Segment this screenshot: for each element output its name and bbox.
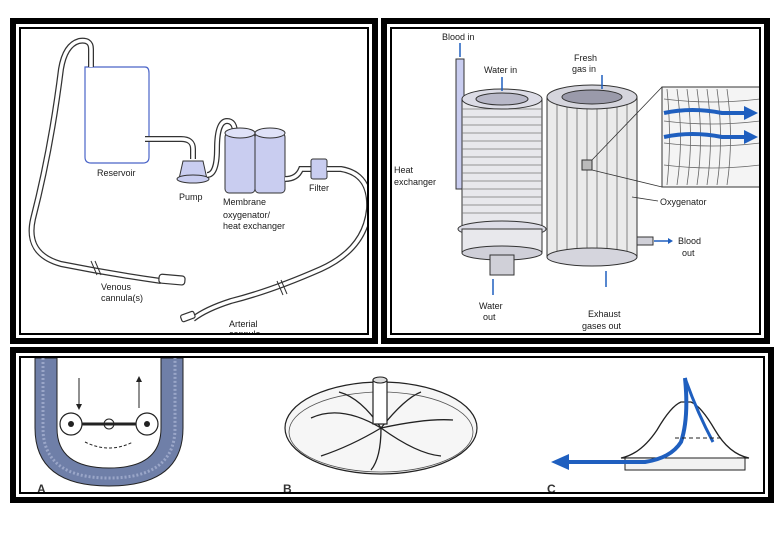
- label-exhaust-2: gases out: [582, 321, 622, 331]
- oxygenator-cylinder: [546, 96, 638, 258]
- venous-cannula: [158, 273, 186, 286]
- circuit-diagram: [28, 37, 367, 323]
- label-membrane-2: oxygenator/: [223, 210, 271, 220]
- label-venous-2: cannula(s): [101, 293, 144, 303]
- circuit-panel-inner: Reservoir Pump Membrane oxygenator/ heat…: [19, 27, 369, 335]
- label-blood-out-2: out: [682, 248, 695, 258]
- arterial-cannula: [180, 310, 196, 323]
- label-reservoir: Reservoir: [97, 168, 136, 178]
- oxygenator-panel-inner: Blood in Water in Fresh gas in Heat exch…: [390, 27, 761, 335]
- pumps-diagram: [34, 358, 750, 487]
- label-membrane-3: heat exchanger: [223, 221, 286, 231]
- circuit-panel: Reservoir Pump Membrane oxygenator/ heat…: [10, 18, 378, 344]
- label-water-out-2: out: [483, 312, 496, 322]
- label-membrane-1: Membrane: [223, 197, 267, 207]
- label-pump: Pump: [179, 192, 203, 202]
- label-oxygenator: Oxygenator: [660, 197, 707, 207]
- arterial-filter: [310, 158, 328, 180]
- label-water-out-1: Water: [479, 301, 503, 311]
- blood-flow-arrow-1: [663, 108, 744, 115]
- label-exhaust-1: Exhaust: [588, 309, 621, 319]
- roller-pump: [34, 358, 184, 487]
- label-venous-1: Venous: [101, 282, 132, 292]
- centrifugal-impeller: [284, 376, 478, 475]
- blood-flow-arrow-2: [663, 132, 744, 139]
- label-fresh-2: gas in: [572, 64, 597, 74]
- label-heat-2: exchanger: [394, 177, 437, 187]
- label-blood-out-1: Blood: [678, 236, 702, 246]
- label-water-in: Water in: [484, 65, 518, 75]
- membrane-oxygenator: [224, 132, 256, 194]
- label-a: A: [37, 482, 46, 494]
- label-arterial-2: cannula: [229, 329, 261, 335]
- label-blood-in: Blood in: [442, 32, 475, 42]
- oxygenator-panel: Blood in Water in Fresh gas in Heat exch…: [381, 18, 770, 344]
- label-b: B: [283, 482, 292, 494]
- heat-exchanger: [461, 98, 543, 230]
- label-c: C: [547, 482, 556, 494]
- pumps-panel: A B C: [10, 347, 774, 503]
- label-filter: Filter: [309, 183, 329, 193]
- label-heat-1: Heat: [394, 165, 414, 175]
- label-arterial-1: Arterial: [229, 319, 258, 329]
- oxygenator-diagram: [455, 43, 759, 295]
- label-fresh-1: Fresh: [574, 53, 598, 63]
- centrifugal-cone: [551, 377, 750, 471]
- reservoir-bag: [84, 66, 150, 164]
- pumps-panel-inner: A B C: [19, 356, 765, 494]
